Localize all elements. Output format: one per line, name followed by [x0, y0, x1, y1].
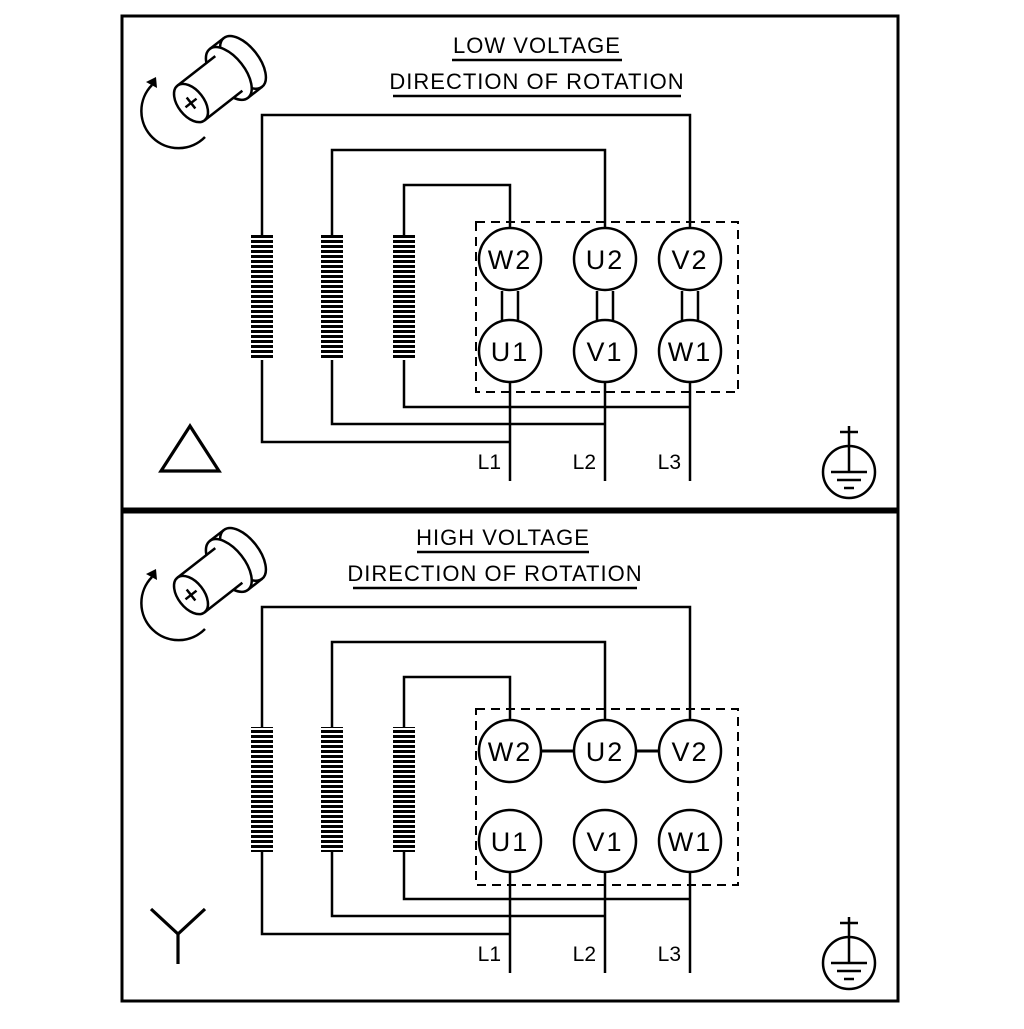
earth-ground-icon	[821, 424, 877, 500]
lead-label-l2: L2	[573, 943, 596, 966]
terminal-u2	[572, 226, 638, 292]
winding-wire-middle	[330, 148, 607, 236]
winding-wire-inner	[402, 675, 512, 728]
winding-wire-inner	[402, 183, 512, 236]
winding-wire-bottom-inner	[402, 851, 690, 901]
terminal-u1	[477, 318, 543, 384]
winding-wire-bottom-outer	[260, 359, 510, 444]
terminal-w1	[657, 808, 723, 874]
terminal-v1	[572, 808, 638, 874]
terminal-label-v1: V1	[586, 827, 623, 857]
terminal-label-w1: W1	[668, 337, 713, 367]
terminal-label-u1: U1	[491, 337, 530, 367]
terminal-label-w2: W2	[488, 737, 533, 767]
star-icon	[149, 907, 207, 964]
winding-coil-2	[321, 235, 343, 360]
winding-wire-bottom-middle	[330, 851, 605, 918]
winding-wire-bottom-outer	[260, 851, 510, 936]
delta-link-1	[500, 291, 520, 320]
winding-coil-3	[393, 727, 415, 852]
terminal-v1	[572, 318, 638, 384]
terminal-v2	[657, 226, 723, 292]
lead-label-l3: L3	[658, 943, 681, 966]
winding-wire-outer	[260, 605, 692, 728]
lead-label-l1: L1	[478, 943, 501, 966]
panel-subtitle: DIRECTION OF ROTATION	[389, 69, 684, 94]
high-voltage-panel: HIGH VOLTAGE DIRECTION OF ROTATION	[120, 510, 900, 1003]
winding-wire-outer	[260, 113, 692, 236]
terminal-box	[475, 708, 739, 886]
lead-label-l3: L3	[658, 451, 681, 474]
panel-title: LOW VOLTAGE	[453, 33, 621, 58]
lead-label-l2: L2	[573, 451, 596, 474]
panel-border	[120, 510, 900, 1003]
low-voltage-panel: LOW VOLTAGE DIRECTION OF ROTATION	[120, 14, 900, 511]
terminal-u1	[477, 808, 543, 874]
earth-ground-icon	[821, 915, 877, 991]
terminal-w2	[477, 226, 543, 292]
panel-border	[120, 14, 900, 511]
shaft-rotation-icon	[140, 26, 276, 150]
terminal-label-v2: V2	[671, 737, 708, 767]
delta-link-3	[680, 291, 700, 320]
terminal-label-u1: U1	[491, 827, 530, 857]
delta-icon	[158, 423, 222, 473]
winding-wire-bottom-inner	[402, 359, 690, 409]
terminal-box	[475, 221, 739, 393]
shaft-rotation-icon	[140, 518, 276, 642]
lead-label-l1: L1	[478, 451, 501, 474]
terminal-label-v1: V1	[586, 337, 623, 367]
winding-wire-bottom-middle	[330, 359, 605, 426]
terminal-label-v2: V2	[671, 245, 708, 275]
panel-title: HIGH VOLTAGE	[416, 525, 590, 550]
terminal-label-u2: U2	[586, 245, 625, 275]
winding-coil-3	[393, 235, 415, 360]
terminal-w1	[657, 318, 723, 384]
winding-coil-2	[321, 727, 343, 852]
delta-link-2	[595, 291, 615, 320]
terminal-label-u2: U2	[586, 737, 625, 767]
terminal-label-w1: W1	[668, 827, 713, 857]
winding-coil-1	[251, 727, 273, 852]
panel-subtitle: DIRECTION OF ROTATION	[347, 561, 642, 586]
winding-wire-middle	[330, 640, 607, 728]
winding-coil-1	[251, 235, 273, 360]
terminal-label-w2: W2	[488, 245, 533, 275]
